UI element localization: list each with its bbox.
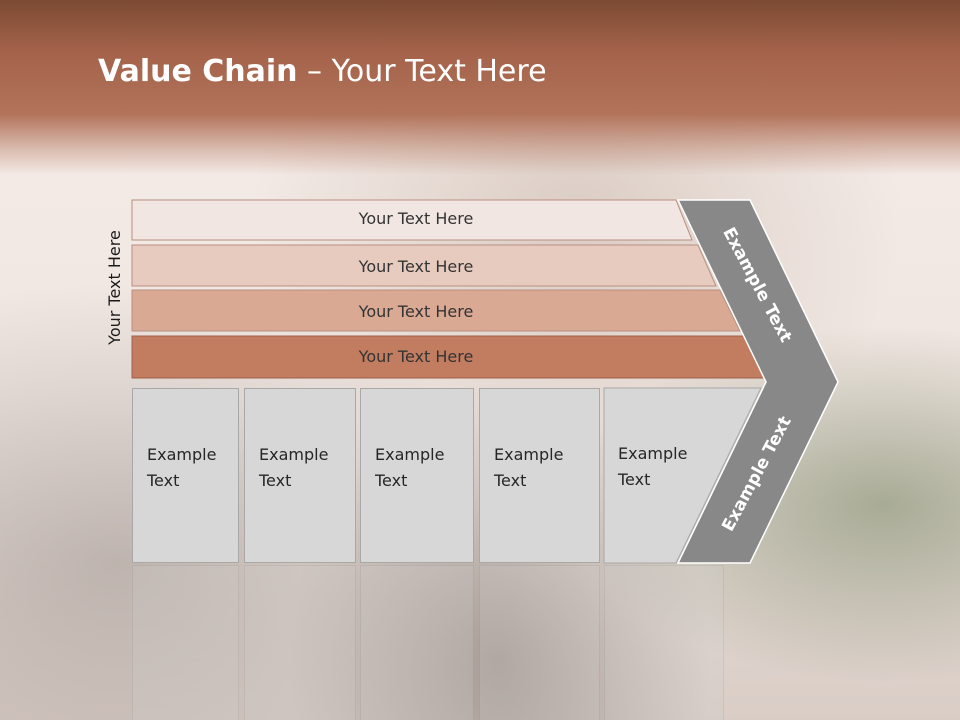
reflection-box-3 <box>360 565 474 720</box>
reflection-box-4 <box>479 565 600 720</box>
bar-shape-1 <box>131 199 693 241</box>
column-text-4: Example Text <box>494 442 563 494</box>
column-line2: Text <box>618 470 651 489</box>
slide-title: Value Chain – Your Text Here <box>98 54 547 94</box>
bar-label-1: Your Text Here <box>358 209 474 228</box>
bar-shape-2 <box>131 244 717 287</box>
reflection-box-1 <box>132 565 239 720</box>
column-line2: Text <box>259 471 292 490</box>
column-line2: Text <box>147 471 180 490</box>
column-text-2: Example Text <box>259 442 328 494</box>
column-line1: Example <box>618 444 688 463</box>
column-box-3: Example Text <box>360 388 474 563</box>
title-rest: – Your Text Here <box>297 54 547 89</box>
reflection-box-5 <box>604 565 724 720</box>
column-line1: Example <box>259 445 329 464</box>
title-bold: Value Chain <box>98 54 298 89</box>
diagram-reflection <box>132 565 772 720</box>
bar-label-2: Your Text Here <box>358 257 474 276</box>
column-text-1: Example Text <box>147 442 216 494</box>
column-box-5: Example Text <box>604 388 724 563</box>
reflection-box-2 <box>244 565 356 720</box>
reflection-content <box>132 565 772 720</box>
last-box-shape <box>603 387 762 564</box>
column-line1: Example <box>494 445 564 464</box>
chevron-shape <box>676 199 839 564</box>
column-line1: Example <box>375 445 445 464</box>
title-band <box>0 0 960 175</box>
column-box-1: Example Text <box>132 388 239 563</box>
column-text-5: Example Text <box>618 441 687 493</box>
column-box-4: Example Text <box>479 388 600 563</box>
bar-label-4: Your Text Here <box>358 347 474 366</box>
side-label: Your Text Here <box>105 230 124 345</box>
column-line1: Example <box>147 445 217 464</box>
column-text-3: Example Text <box>375 442 444 494</box>
bar-label-3: Your Text Here <box>358 302 474 321</box>
bar-shape-3 <box>131 289 741 332</box>
column-line2: Text <box>375 471 408 490</box>
column-line2: Text <box>494 471 527 490</box>
column-box-2: Example Text <box>244 388 356 563</box>
